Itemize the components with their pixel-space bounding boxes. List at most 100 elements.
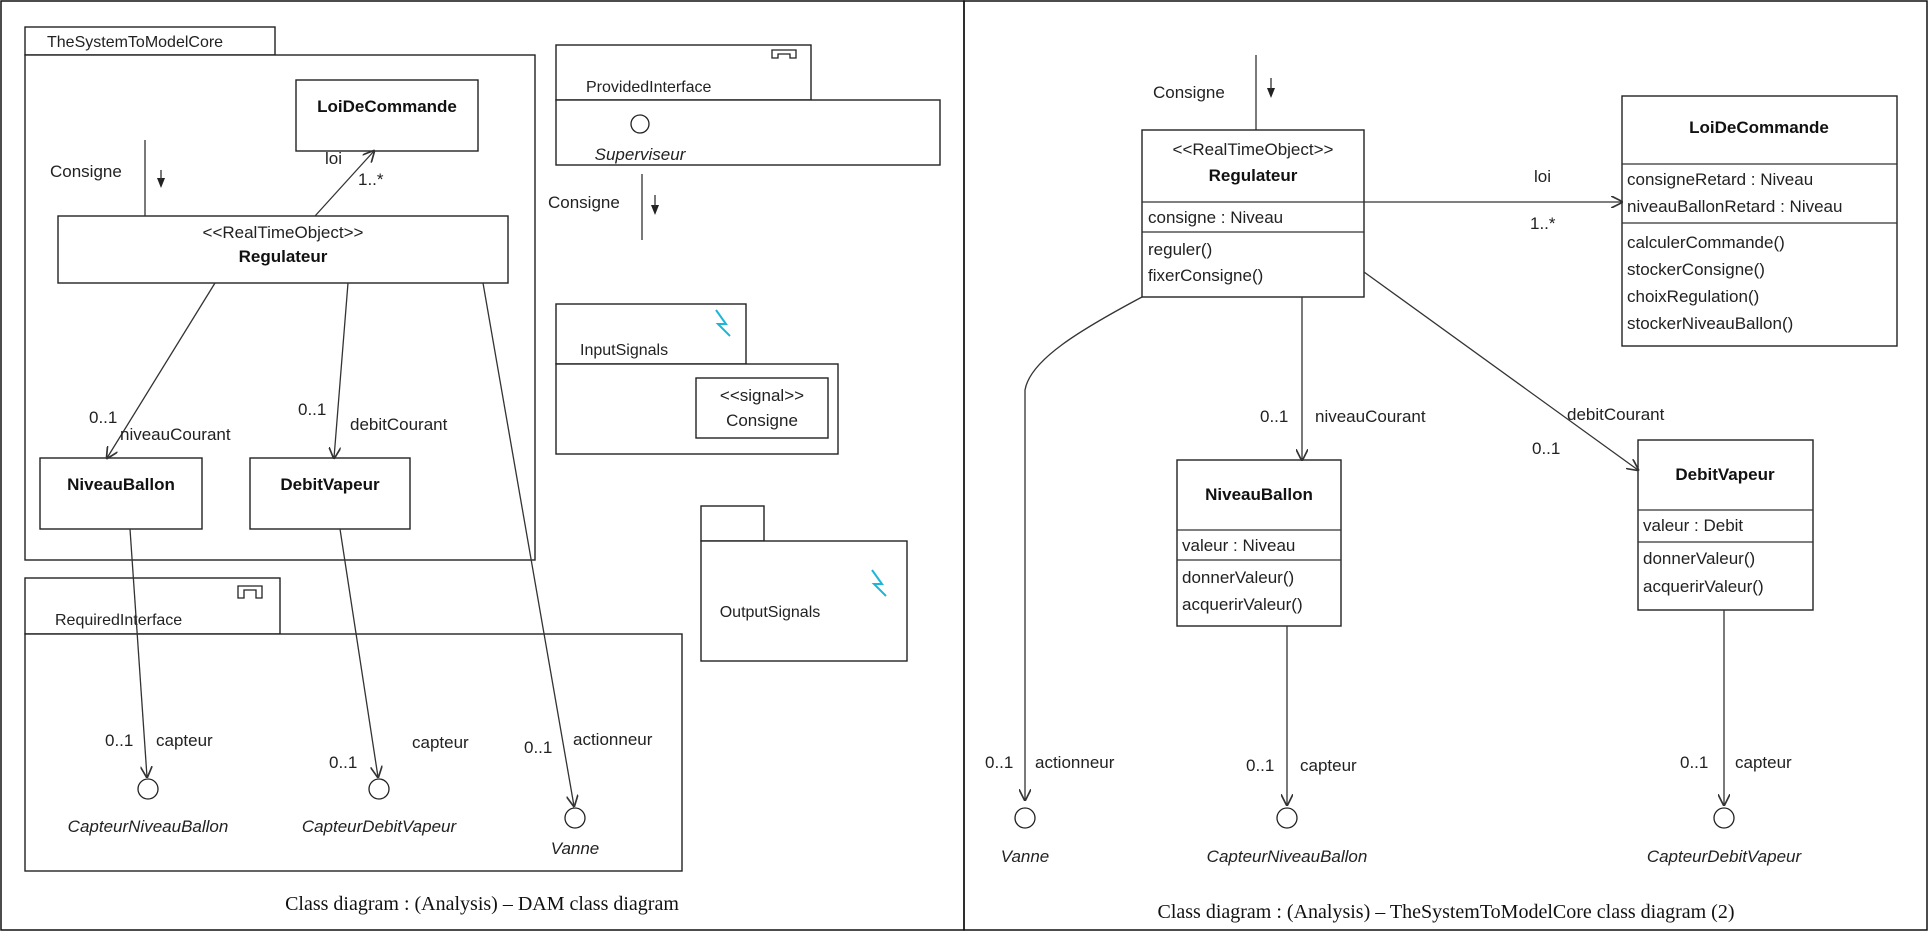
assoc-capteur1 (129, 528, 147, 777)
r-assoc-debit-mult: 0..1 (1532, 439, 1560, 458)
r-loidecommande-name: LoiDeCommande (1689, 118, 1829, 137)
r-assoc-actionneur (1025, 296, 1143, 800)
r-assoc-loi-label: loi (1534, 167, 1551, 186)
assoc-debit (334, 282, 349, 458)
r-capteurniveauballon-label: CapteurNiveauBallon (1207, 847, 1368, 866)
r-debit-attr: valeur : Debit (1643, 516, 1743, 535)
r-debit-op1: donnerValeur() (1643, 549, 1755, 568)
r-assoc-debit-label: debitCourant (1567, 405, 1665, 424)
capteurniveauballon-label: CapteurNiveauBallon (68, 817, 229, 836)
right-caption: Class diagram : (Analysis) – TheSystemTo… (1157, 901, 1734, 923)
actionneur-mult: 0..1 (524, 738, 552, 757)
required-port-icon (237, 585, 263, 599)
r-class-loidecommande[interactable]: LoiDeCommande consigneRetard : Niveau ni… (1621, 95, 1898, 347)
class-niveauballon[interactable]: NiveauBallon (39, 457, 203, 530)
assoc-niveau (107, 282, 216, 458)
class-regulateur[interactable]: <<RealTimeObject>> Regulateur (57, 215, 509, 284)
assoc-niveau-mult: 0..1 (89, 408, 117, 427)
output-signals-label: OutputSignals (720, 604, 821, 621)
assoc-capteur2 (339, 528, 378, 777)
assoc-debit-mult: 0..1 (298, 400, 326, 419)
niveauballon-name: NiveauBallon (67, 475, 175, 494)
output-signal-icon (871, 569, 887, 597)
class-debitvapeur[interactable]: DebitVapeur (249, 457, 411, 530)
r-class-debitvapeur[interactable]: DebitVapeur valeur : Debit donnerValeur(… (1637, 439, 1814, 611)
superviseur-interface-icon (630, 114, 650, 134)
right-panel-frame (963, 0, 1928, 931)
r-capteurniveauballon-interface-icon (1276, 807, 1298, 829)
consigne-provided-label: Consigne (548, 193, 620, 212)
r-capteur1-mult: 0..1 (1246, 756, 1274, 775)
class-loidecommande[interactable]: LoiDeCommande (295, 79, 479, 152)
capteur2-label: capteur (412, 733, 469, 752)
consigne-label: Consigne (50, 162, 122, 181)
r-capteur1-label: capteur (1300, 756, 1357, 775)
r-regulateur-name: Regulateur (1209, 166, 1298, 185)
r-niveau-op1: donnerValeur() (1182, 568, 1294, 587)
provided-port-icon (771, 49, 797, 59)
r-actionneur-mult: 0..1 (985, 753, 1013, 772)
superviseur-label: Superviseur (595, 145, 687, 164)
assoc-loi-mult: 1..* (358, 170, 384, 189)
r-loi-op1: calculerCommande() (1627, 233, 1785, 252)
capteurdebitvapeur-interface-icon (368, 778, 390, 800)
package-input-signals[interactable]: InputSignals <<signal>> Consigne (555, 303, 839, 455)
r-class-regulateur[interactable]: <<RealTimeObject>> Regulateur consigne :… (1141, 129, 1365, 298)
capteur1-mult: 0..1 (105, 731, 133, 750)
capteur1-label: capteur (156, 731, 213, 750)
r-capteur2-label: capteur (1735, 753, 1792, 772)
r-regulateur-attr: consigne : Niveau (1148, 208, 1283, 227)
right-diagram: Consigne <<RealTimeObject>> Regulateur c… (985, 55, 1898, 923)
r-niveau-attr: valeur : Niveau (1182, 536, 1295, 555)
r-assoc-niveau-label: niveauCourant (1315, 407, 1426, 426)
assoc-debit-label: debitCourant (350, 415, 448, 434)
r-vanne-interface-icon (1014, 807, 1036, 829)
r-assoc-debit (1363, 271, 1638, 470)
r-debit-op2: acquerirValeur() (1643, 577, 1764, 596)
r-niveauballon-name: NiveauBallon (1205, 485, 1313, 504)
r-capteur2-mult: 0..1 (1680, 753, 1708, 772)
assoc-loi (314, 151, 374, 217)
vanne-interface-icon (564, 807, 586, 829)
r-regulateur-op2: fixerConsigne() (1148, 266, 1263, 285)
regulateur-stereotype: <<RealTimeObject>> (203, 223, 364, 242)
vanne-label: Vanne (551, 839, 600, 858)
r-actionneur-label: actionneur (1035, 753, 1115, 772)
r-class-niveauballon[interactable]: NiveauBallon valeur : Niveau donnerValeu… (1176, 459, 1342, 627)
r-capteurdebitvapeur-label: CapteurDebitVapeur (1647, 847, 1803, 866)
capteurniveauballon-interface-icon (137, 778, 159, 800)
actionneur-label: actionneur (573, 730, 653, 749)
r-regulateur-op1: reguler() (1148, 240, 1212, 259)
r-vanne-label: Vanne (1001, 847, 1050, 866)
signal-stereotype: <<signal>> (720, 386, 804, 405)
signal-icon (715, 309, 731, 337)
r-loi-op2: stockerConsigne() (1627, 260, 1765, 279)
left-caption: Class diagram : (Analysis) – DAM class d… (285, 893, 679, 915)
r-loi-attr1: consigneRetard : Niveau (1627, 170, 1813, 189)
package-required-interface[interactable]: RequiredInterface (24, 577, 683, 872)
r-assoc-niveau-mult: 0..1 (1260, 407, 1288, 426)
regulateur-name: Regulateur (239, 247, 328, 266)
assoc-actionneur (482, 282, 574, 806)
capteurdebitvapeur-label: CapteurDebitVapeur (302, 817, 458, 836)
r-loi-op3: choixRegulation() (1627, 287, 1759, 306)
package-core-label: TheSystemToModelCore (47, 34, 223, 51)
input-signals-label: InputSignals (580, 342, 668, 359)
assoc-loi-label: loi (325, 149, 342, 168)
capteur2-mult: 0..1 (329, 753, 357, 772)
required-interface-label: RequiredInterface (55, 612, 182, 629)
r-assoc-loi-mult: 1..* (1530, 214, 1556, 233)
r-capteurdebitvapeur-interface-icon (1713, 807, 1735, 829)
r-debitvapeur-name: DebitVapeur (1675, 465, 1775, 484)
signal-name: Consigne (726, 411, 798, 430)
assoc-niveau-label: niveauCourant (120, 425, 231, 444)
r-loi-attr2: niveauBallonRetard : Niveau (1627, 197, 1842, 216)
r-loi-op4: stockerNiveauBallon() (1627, 314, 1793, 333)
r-niveau-op2: acquerirValeur() (1182, 595, 1303, 614)
package-provided-interface[interactable]: ProvidedInterface Superviseur (555, 44, 941, 166)
r-consigne-label: Consigne (1153, 83, 1225, 102)
debitvapeur-name: DebitVapeur (280, 475, 380, 494)
package-output-signals[interactable]: OutputSignals (700, 505, 908, 662)
consigne-port: Consigne (50, 140, 165, 216)
